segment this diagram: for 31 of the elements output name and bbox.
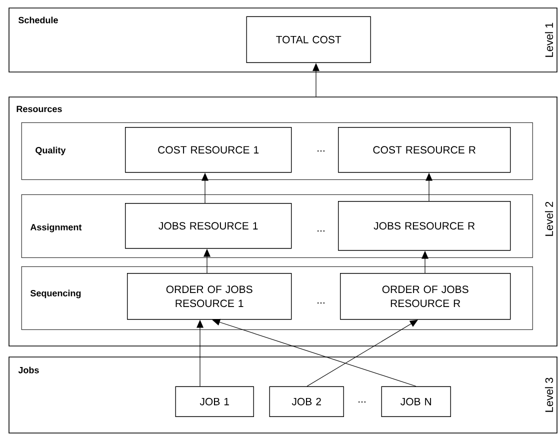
process-box: TOTAL COST (246, 16, 371, 63)
arrow (422, 250, 428, 274)
arrow (202, 172, 208, 204)
arrow (306, 320, 418, 387)
band-title: Resources (16, 106, 62, 112)
band-title: Sequencing (30, 290, 81, 298)
process-box: JOB 2 (269, 386, 344, 417)
process-box: JOB N (381, 386, 451, 417)
level-label: Level 1 (544, 22, 554, 57)
process-box: COST RESOURCE 1 (125, 127, 292, 173)
arrow (204, 248, 210, 274)
process-box: ORDER OF JOBS RESOURCE R (340, 273, 511, 320)
process-box: COST RESOURCE R (338, 127, 511, 173)
arrow (212, 318, 416, 387)
band-title: Assignment (30, 224, 82, 232)
ellipsis: ... (358, 401, 366, 403)
band-title: Jobs (18, 366, 39, 374)
process-box: JOB 1 (175, 386, 254, 417)
level-label: Level 2 (544, 202, 554, 236)
arrow (426, 172, 432, 202)
ellipsis: ... (318, 150, 324, 152)
process-box: ORDER OF JOBS RESOURCE 1 (127, 273, 292, 320)
level-label: Level 3 (544, 378, 554, 412)
arrow (312, 62, 320, 97)
process-box: JOBS RESOURCE R (338, 201, 511, 251)
ellipsis: ... (318, 230, 324, 232)
process-box: JOBS RESOURCE 1 (125, 203, 292, 249)
band-title: Schedule (18, 16, 58, 24)
arrow (196, 320, 204, 387)
band-title: Quality (36, 146, 66, 156)
ellipsis: ... (318, 302, 324, 304)
